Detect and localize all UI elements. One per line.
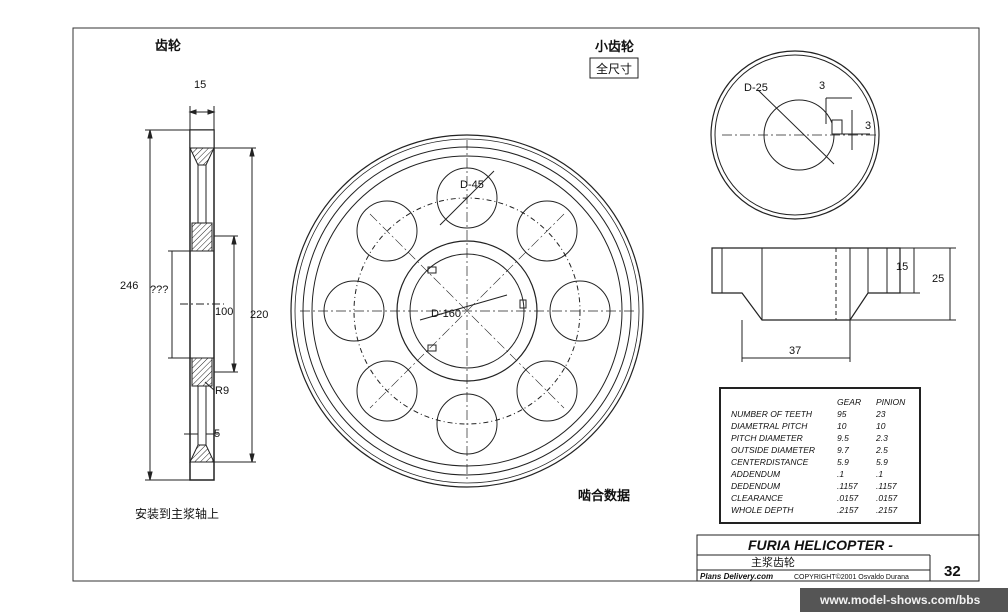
- watermark-text: www.model-shows.com/bbs: [819, 593, 981, 607]
- mesh-cell-gear: .2157: [837, 505, 859, 515]
- hole-dia-label: D-45: [460, 179, 484, 191]
- sheet-border: [72, 27, 980, 582]
- watermark-bar: [800, 588, 1008, 612]
- mesh-cell-name: CLEARANCE: [731, 493, 783, 503]
- mesh-cell-pinion: 2.5: [875, 445, 888, 455]
- mesh-data-title: 啮合数据: [578, 488, 630, 504]
- title-block: [696, 534, 980, 582]
- mesh-cell-pinion: .1157: [876, 481, 897, 491]
- gear-side-view: [145, 106, 256, 481]
- mesh-cell-pinion: 2.3: [875, 433, 888, 443]
- center-dia-label: D-160: [431, 308, 461, 320]
- dim-bore: 100: [215, 306, 233, 318]
- full-size-box: [589, 57, 639, 79]
- pinion-total-h: 25: [932, 273, 944, 285]
- copyright-text: COPYRIGHT©2001 Osvaldo Durana: [794, 573, 909, 581]
- mesh-cell-name: WHOLE DEPTH: [731, 505, 794, 515]
- dim-width: 15: [194, 79, 206, 91]
- mesh-cell-pinion: .2157: [876, 505, 898, 515]
- mesh-cell-name: DEDENDUM: [731, 481, 781, 491]
- source-text: Plans Delivery.com: [700, 572, 773, 581]
- mesh-cell-gear: .0157: [837, 493, 859, 503]
- mesh-cell-gear: 9.5: [837, 433, 849, 443]
- sheet-number: 32: [944, 563, 961, 580]
- mesh-cell-gear: 5.9: [837, 457, 849, 467]
- mesh-cell-pinion: .1: [876, 469, 883, 479]
- mesh-cell-gear: 9.7: [837, 445, 849, 455]
- title-text: FURIA HELICOPTER -: [748, 537, 893, 553]
- dim-unknown: ???: [150, 284, 168, 296]
- mesh-cell-gear: .1157: [837, 481, 858, 491]
- mesh-cell-name: CENTERDISTANCE: [731, 457, 809, 467]
- mesh-cell-pinion: 10: [876, 421, 886, 431]
- mesh-cell-name: NUMBER OF TEETH: [731, 409, 813, 419]
- mesh-cell-name: DIAMETRAL PITCH: [731, 421, 808, 431]
- pinion-key-w: 3: [819, 80, 825, 92]
- mesh-cell-gear: .1: [837, 469, 844, 479]
- dim-root: 220: [250, 309, 268, 321]
- mesh-cell-pinion: 5.9: [876, 457, 888, 467]
- gear-title: 齿轮: [155, 38, 181, 54]
- pinion-hub-h: 15: [896, 261, 908, 273]
- mesh-table-box: [719, 387, 921, 524]
- gear-front-view: [290, 134, 644, 488]
- dim-radius: R9: [215, 385, 229, 397]
- mesh-header-gear: GEAR: [837, 397, 861, 407]
- mesh-cell-pinion: .0157: [876, 493, 898, 503]
- pinion-front-view: [710, 50, 880, 220]
- subtitle-text: 主浆齿轮: [751, 555, 795, 569]
- pinion-side-view: [711, 247, 956, 362]
- mesh-cell-name: OUTSIDE DIAMETER: [731, 445, 815, 455]
- dim-web: 5: [214, 428, 220, 440]
- pinion-key-h: 3: [865, 120, 871, 132]
- mesh-cell-pinion: 23: [875, 409, 886, 419]
- pinion-title: 小齿轮: [595, 39, 634, 55]
- mesh-header-pinion: PINION: [876, 397, 906, 407]
- mesh-cell-gear: 95: [837, 409, 847, 419]
- mesh-cell-gear: 10: [837, 421, 847, 431]
- dim-outer: 246: [120, 280, 138, 292]
- mount-note: 安装到主浆轴上: [135, 506, 219, 521]
- pinion-bore-label: D-25: [744, 82, 768, 94]
- pinion-hub-w: 37: [789, 345, 801, 357]
- full-size-label: 全尺寸: [596, 61, 632, 76]
- mesh-cell-name: PITCH DIAMETER: [731, 433, 803, 443]
- mesh-cell-name: ADDENDUM: [730, 469, 781, 479]
